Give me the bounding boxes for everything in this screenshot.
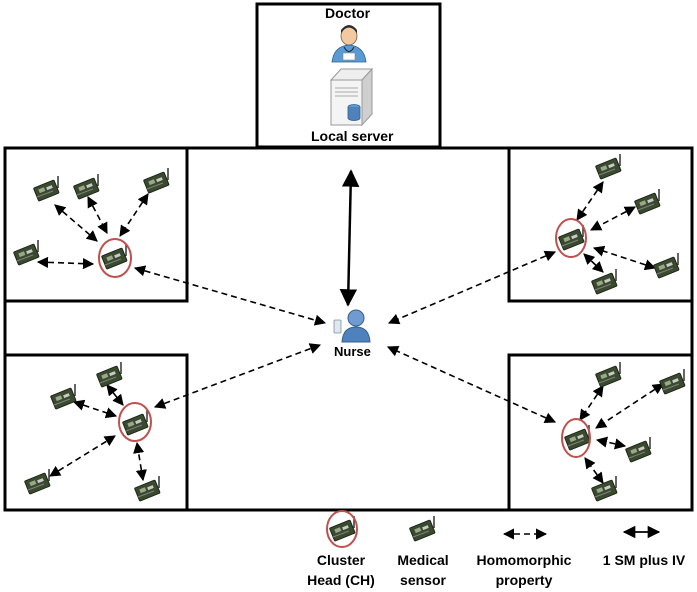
medical-sensor-icon bbox=[142, 167, 170, 194]
room-top-left bbox=[3, 146, 189, 303]
cluster-head-icon bbox=[118, 402, 152, 442]
medical-sensor-icon bbox=[658, 368, 686, 395]
homomorphic-links bbox=[36, 181, 664, 484]
cluster-head-icon bbox=[561, 418, 591, 458]
medical-sensor-icon bbox=[652, 252, 680, 279]
medical-sensor-icon bbox=[594, 153, 622, 180]
building-outline bbox=[3, 2, 694, 512]
medical-sensor-icon bbox=[49, 383, 77, 410]
room-top-right bbox=[507, 146, 694, 303]
room-bottom-right bbox=[507, 353, 694, 512]
medical-sensor-icon bbox=[624, 436, 652, 463]
doctor-label: Doctor bbox=[325, 5, 371, 21]
server-icon bbox=[329, 67, 374, 127]
nurse-label: Nurse bbox=[334, 344, 371, 359]
medical-sensor-icon bbox=[633, 188, 661, 215]
cluster-head-icon bbox=[555, 218, 587, 258]
medical-sensor-icon bbox=[32, 175, 60, 202]
legend-cluster-head-label: Cluster Head (CH) bbox=[307, 552, 375, 588]
sm-iv-link bbox=[339, 169, 360, 307]
medical-sensor-icon bbox=[590, 268, 618, 295]
medical-sensor-icon bbox=[12, 239, 40, 266]
medical-sensor-icon bbox=[95, 361, 123, 388]
doctor-icon bbox=[331, 25, 367, 63]
legend-homomorphic-label: Homomorphic property bbox=[476, 552, 572, 588]
medical-sensor-icon bbox=[23, 468, 51, 495]
legend-sm-iv-label: 1 SM plus IV bbox=[602, 552, 686, 568]
cluster-head-icon bbox=[98, 238, 132, 278]
medical-sensor-icon bbox=[594, 361, 622, 388]
medical-sensor-icon bbox=[133, 475, 161, 502]
legend-medical-sensor-label: Medical sensor bbox=[397, 552, 449, 588]
medical-sensor-icon bbox=[72, 173, 100, 200]
legend-cluster-head-icon bbox=[326, 510, 358, 548]
room-bottom-left bbox=[3, 353, 189, 512]
legend-medical-sensor-icon bbox=[408, 515, 436, 542]
nurse-icon bbox=[333, 309, 371, 343]
medical-sensor-icon bbox=[590, 475, 618, 502]
local-server-label: Local server bbox=[311, 128, 394, 144]
